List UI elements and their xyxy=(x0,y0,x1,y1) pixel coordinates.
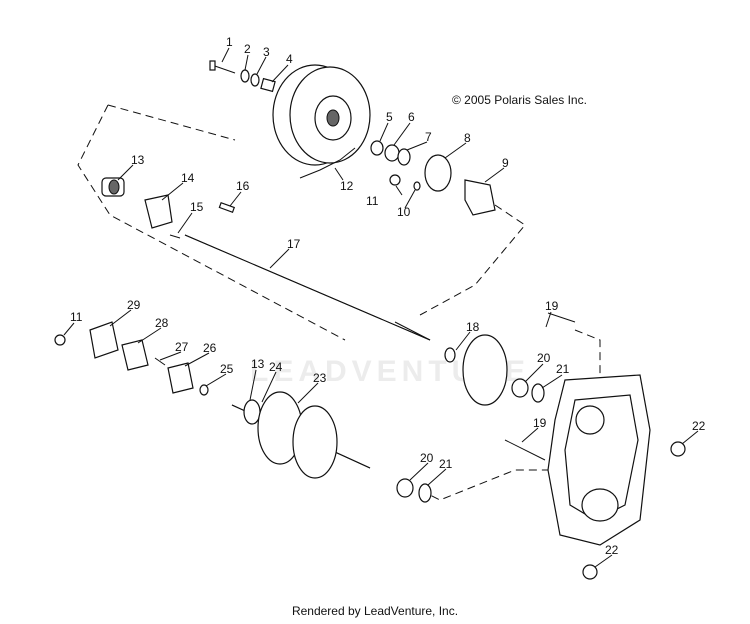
part-21-cap-lower xyxy=(418,483,432,503)
part-20-bearing-upper xyxy=(511,378,529,398)
callout-22-right: 22 xyxy=(692,419,706,433)
callout-13-upper: 13 xyxy=(131,153,145,167)
part-28-gasket xyxy=(121,339,149,371)
part-11-nut-upper xyxy=(389,174,401,186)
assembly-outline-right xyxy=(419,204,526,316)
part-6-ring xyxy=(384,144,400,162)
callout-11-upper: 11 xyxy=(366,194,379,208)
part-19-bolt-upper xyxy=(547,312,576,323)
callout-11-lower: 11 xyxy=(70,310,83,324)
part-29-flange xyxy=(89,321,119,359)
callout-18: 18 xyxy=(466,320,480,334)
callout-19-upper: 19 xyxy=(545,299,559,313)
callout-22-bottom: 22 xyxy=(605,543,619,557)
callout-21-upper: 21 xyxy=(556,362,570,376)
leader-lines xyxy=(63,47,699,568)
footer-credit: Rendered by LeadVenture, Inc. xyxy=(291,604,459,618)
part-3-washer xyxy=(250,73,260,87)
part-16-key xyxy=(218,201,236,213)
callout-19-lower: 19 xyxy=(533,416,547,430)
part-19-bolt-lower xyxy=(504,439,546,461)
callout-14: 14 xyxy=(181,171,195,185)
drive-shaft-assembly xyxy=(231,391,371,479)
callout-13-lower: 13 xyxy=(251,357,265,371)
part-5-ring xyxy=(370,140,384,156)
part-13-bearing-upper xyxy=(101,177,125,197)
part-11-nut-lower xyxy=(54,334,66,346)
callout-16: 16 xyxy=(236,179,250,193)
callout-8: 8 xyxy=(464,131,471,145)
callout-2: 2 xyxy=(244,42,251,56)
part-18-disc xyxy=(462,334,508,406)
assembly-outline-upper-right xyxy=(107,104,236,141)
callout-24: 24 xyxy=(269,360,283,374)
callout-20-upper: 20 xyxy=(537,351,551,365)
callout-21-lower: 21 xyxy=(439,457,453,471)
callout-9: 9 xyxy=(502,156,509,170)
copyright-notice: © 2005 Polaris Sales Inc. xyxy=(452,93,587,107)
part-15-bolt xyxy=(169,234,181,239)
top-sprocket-assembly xyxy=(272,64,371,166)
part-27-pin xyxy=(154,357,166,366)
assembly-outline-housing xyxy=(574,329,601,385)
callout-28: 28 xyxy=(155,316,169,330)
part-4-spacer xyxy=(260,77,276,93)
part-1-bolt xyxy=(209,60,236,74)
part-20-bearing-lower xyxy=(396,478,414,498)
callout-1: 1 xyxy=(226,35,233,49)
part-26-plate xyxy=(167,362,194,394)
callout-23: 23 xyxy=(313,371,327,385)
part-14-flange xyxy=(144,194,173,229)
callout-10: 10 xyxy=(397,205,411,219)
part-8-bearing-plate xyxy=(424,154,452,192)
part-9-flange xyxy=(464,179,496,216)
part-21-cap-upper xyxy=(531,383,545,403)
callout-29: 29 xyxy=(127,298,141,312)
part-22-nut-bottom xyxy=(582,564,598,580)
callout-12: 12 xyxy=(340,179,354,193)
callout-labels: 1 2 3 4 5 6 7 8 9 10 11 12 13 14 15 16 1… xyxy=(70,35,706,557)
part-25-washer xyxy=(199,384,209,396)
part-23-drive-sprocket-2 xyxy=(292,405,338,479)
callout-25: 25 xyxy=(220,362,234,376)
part-2-washer xyxy=(240,69,250,83)
callout-27: 27 xyxy=(175,340,189,354)
callout-3: 3 xyxy=(263,45,270,59)
callout-6: 6 xyxy=(408,110,415,124)
part-17-shaft xyxy=(184,234,431,341)
assembly-outline-upper xyxy=(77,104,346,341)
callout-5: 5 xyxy=(386,110,393,124)
chaincase-housing xyxy=(547,374,651,546)
part-12-chain xyxy=(299,147,356,179)
assembly-outline-lower xyxy=(419,469,560,501)
callout-26: 26 xyxy=(203,341,217,355)
part-22-nut-right xyxy=(670,441,686,457)
part-10-washer xyxy=(413,181,421,191)
callout-7: 7 xyxy=(425,130,432,144)
callout-15: 15 xyxy=(190,200,204,214)
part-24-bearing xyxy=(243,399,261,425)
callout-20-lower: 20 xyxy=(420,451,434,465)
callout-4: 4 xyxy=(286,52,293,66)
part-7-ring xyxy=(397,148,411,166)
part-18-ring xyxy=(444,347,456,363)
callout-17: 17 xyxy=(287,237,301,251)
